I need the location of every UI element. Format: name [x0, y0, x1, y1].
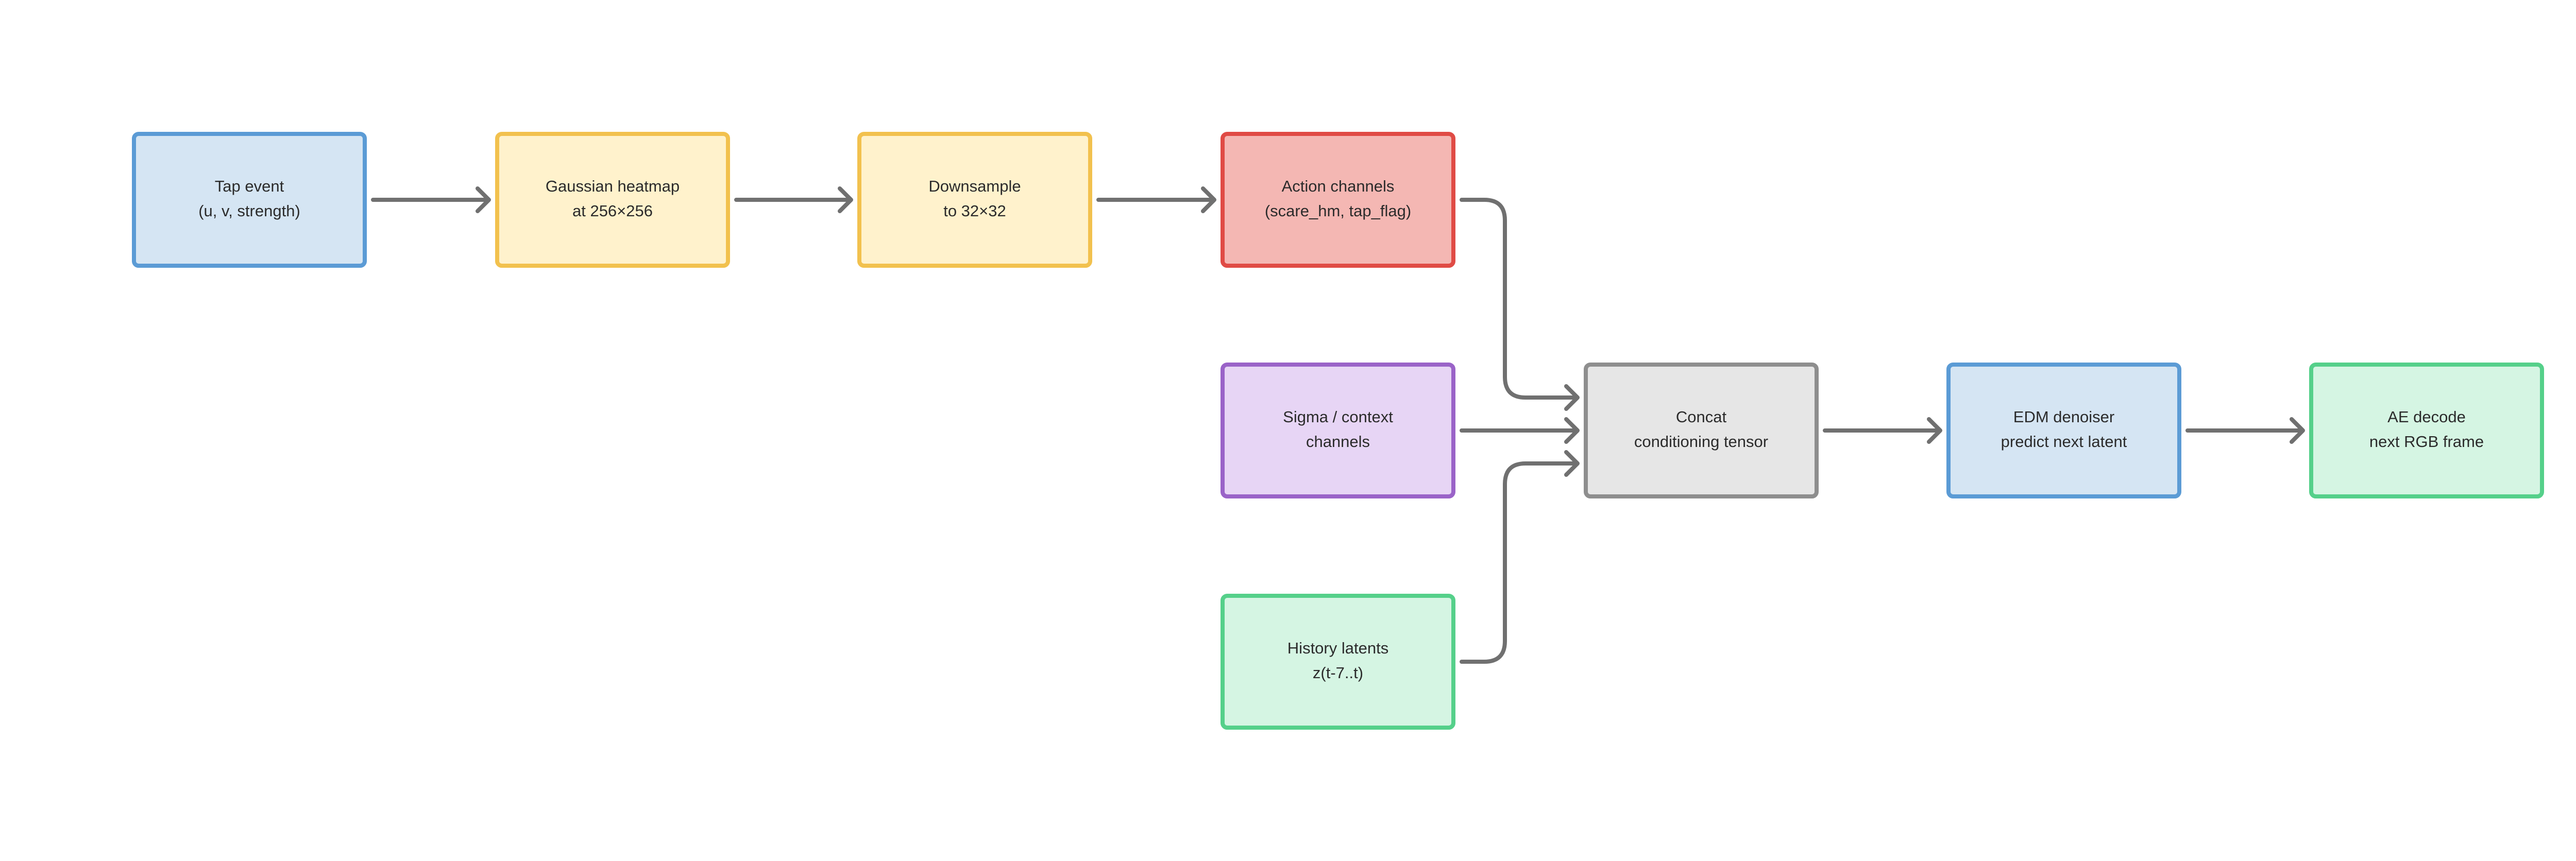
- sigma-context-label-line-1: Sigma / context: [1283, 408, 1393, 426]
- arrow-edm-denoiser-to-ae-decode: [2185, 417, 2305, 444]
- downsample-box: [857, 132, 1092, 268]
- connectors-layer: [371, 186, 2305, 664]
- history-latents-label-line-2: z(t-7..t): [1313, 664, 1363, 682]
- arrow-tap-event-to-gaussian-heatmap: [371, 186, 491, 213]
- concat-node: Concat conditioning tensor: [1584, 363, 1819, 498]
- arrow-action-channels-to-concat: [1460, 198, 1580, 411]
- gaussian-heatmap-node: Gaussian heatmap at 256×256: [495, 132, 730, 268]
- sigma-context-label-line-2: channels: [1306, 433, 1370, 451]
- edm-denoiser-label-line-2: predict next latent: [2001, 433, 2127, 451]
- ae-decode-label-line-2: next RGB frame: [2369, 433, 2484, 451]
- tap-event-box: [132, 132, 367, 268]
- ae-decode-box: [2309, 363, 2544, 498]
- ae-decode-label-line-1: AE decode: [2387, 408, 2466, 426]
- downsample-node: Downsample to 32×32: [857, 132, 1092, 268]
- action-channels-label-line-1: Action channels: [1282, 177, 1395, 195]
- arrow-sigma-context-to-concat: [1460, 417, 1580, 444]
- action-channels-box: [1221, 132, 1455, 268]
- concat-box: [1584, 363, 1819, 498]
- arrow-history-latents-to-concat: [1460, 450, 1580, 664]
- history-latents-box: [1221, 594, 1455, 730]
- gaussian-heatmap-label-line-2: at 256×256: [572, 202, 653, 220]
- arrow-downsample-to-action-channels: [1096, 186, 1216, 213]
- concat-label-line-1: Concat: [1676, 408, 1727, 426]
- edm-denoiser-node: EDM denoiser predict next latent: [1946, 363, 2181, 498]
- action-channels-label-line-2: (scare_hm, tap_flag): [1265, 202, 1411, 220]
- history-latents-node: History latents z(t-7..t): [1221, 594, 1455, 730]
- sigma-context-node: Sigma / context channels: [1221, 363, 1455, 498]
- nodes-layer: Tap event (u, v, strength) Gaussian heatma…: [132, 132, 2544, 730]
- gaussian-heatmap-box: [495, 132, 730, 268]
- action-channels-node: Action channels (scare_hm, tap_flag): [1221, 132, 1455, 268]
- arrow-gaussian-heatmap-to-downsample: [734, 186, 853, 213]
- arrow-concat-to-edm-denoiser: [1823, 417, 1942, 444]
- gaussian-heatmap-label-line-1: Gaussian heatmap: [546, 177, 680, 195]
- downsample-label-line-2: to 32×32: [943, 202, 1006, 220]
- sigma-context-box: [1221, 363, 1455, 498]
- tap-event-label-line-1: Tap event: [215, 177, 284, 195]
- ae-decode-node: AE decode next RGB frame: [2309, 363, 2544, 498]
- edm-denoiser-box: [1946, 363, 2181, 498]
- edm-denoiser-label-line-1: EDM denoiser: [2013, 408, 2114, 426]
- concat-label-line-2: conditioning tensor: [1634, 433, 1768, 451]
- tap-event-node: Tap event (u, v, strength): [132, 132, 367, 268]
- history-latents-label-line-1: History latents: [1287, 639, 1388, 657]
- tap-event-label-line-2: (u, v, strength): [198, 202, 300, 220]
- downsample-label-line-1: Downsample: [928, 177, 1021, 195]
